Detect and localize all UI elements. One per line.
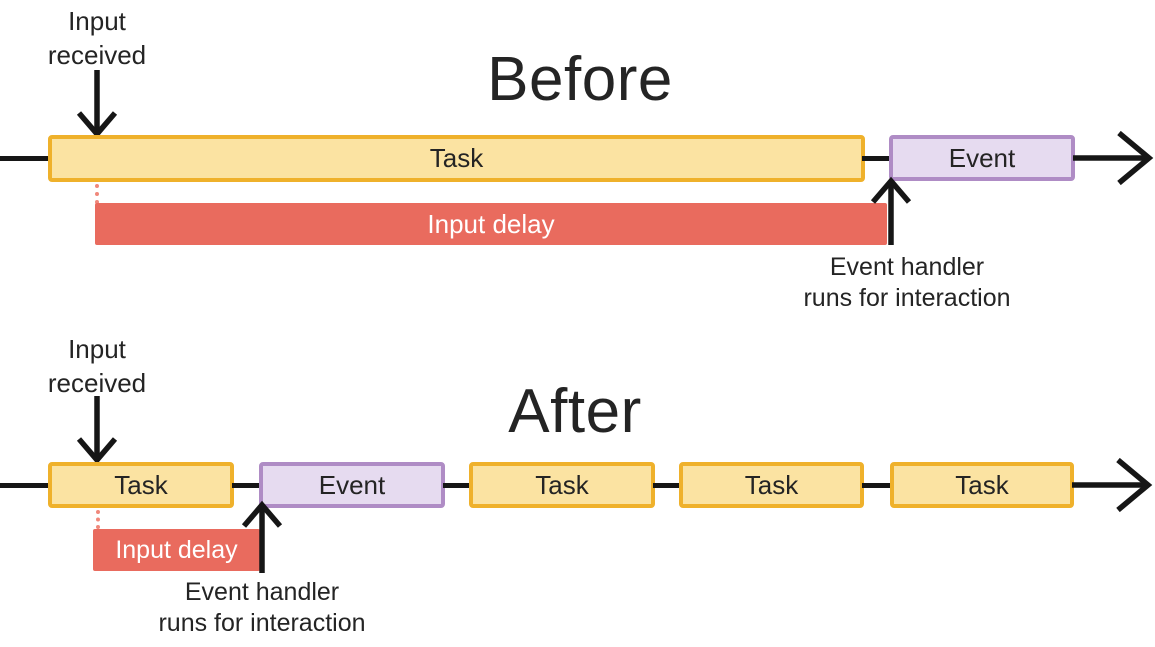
- after-timeline-connector-3: [653, 483, 680, 488]
- after-timeline-right-arrow-icon: [1072, 457, 1153, 513]
- after-task-label-1: Task: [114, 469, 168, 500]
- after-input-received-label: Input received: [47, 334, 147, 398]
- after-input-down-arrow-icon: [76, 396, 118, 465]
- after-task-bar-4: Task: [890, 462, 1074, 508]
- after-title: After: [508, 377, 642, 446]
- before-event-bar: Event: [889, 135, 1075, 181]
- before-task-bar: Task: [48, 135, 865, 182]
- after-event-handler-note: Event handler runs for interaction: [158, 578, 366, 637]
- after-timeline-left-segment: [0, 483, 50, 488]
- before-event-label: Event: [948, 142, 1016, 173]
- before-input-down-arrow-icon: [76, 70, 118, 139]
- before-timeline-left-segment: [0, 156, 50, 161]
- after-input-delay-dotted-line: [96, 510, 100, 529]
- before-input-received-label: Input received: [47, 6, 147, 70]
- after-task-bar-1: Task: [48, 462, 234, 508]
- before-input-delay-bar: Input delay: [95, 203, 887, 245]
- after-event-handler-up-arrow-icon: [241, 500, 283, 573]
- before-timeline-right-arrow-icon: [1073, 130, 1154, 186]
- after-event-bar: Event: [259, 462, 445, 508]
- after-task-bar-2: Task: [469, 462, 655, 508]
- before-input-delay-dotted-line: [95, 184, 99, 204]
- before-event-handler-note: Event handler runs for interaction: [803, 253, 1011, 312]
- after-input-delay-label: Input delay: [115, 535, 238, 564]
- before-event-handler-up-arrow-icon: [870, 176, 912, 245]
- after-timeline-connector-2: [443, 483, 470, 488]
- before-task-label: Task: [429, 143, 484, 173]
- after-timeline-connector-1: [232, 483, 260, 488]
- after-task-label-4: Task: [955, 469, 1009, 500]
- before-timeline-connector: [862, 156, 890, 161]
- after-task-label-2: Task: [535, 469, 589, 500]
- after-event-label: Event: [318, 469, 386, 500]
- after-task-label-3: Task: [744, 469, 799, 500]
- after-timeline-connector-4: [862, 483, 891, 488]
- after-input-delay-bar: Input delay: [93, 529, 260, 571]
- before-input-delay-label: Input delay: [427, 208, 555, 239]
- after-task-bar-3: Task: [679, 462, 864, 508]
- before-title: Before: [487, 45, 673, 114]
